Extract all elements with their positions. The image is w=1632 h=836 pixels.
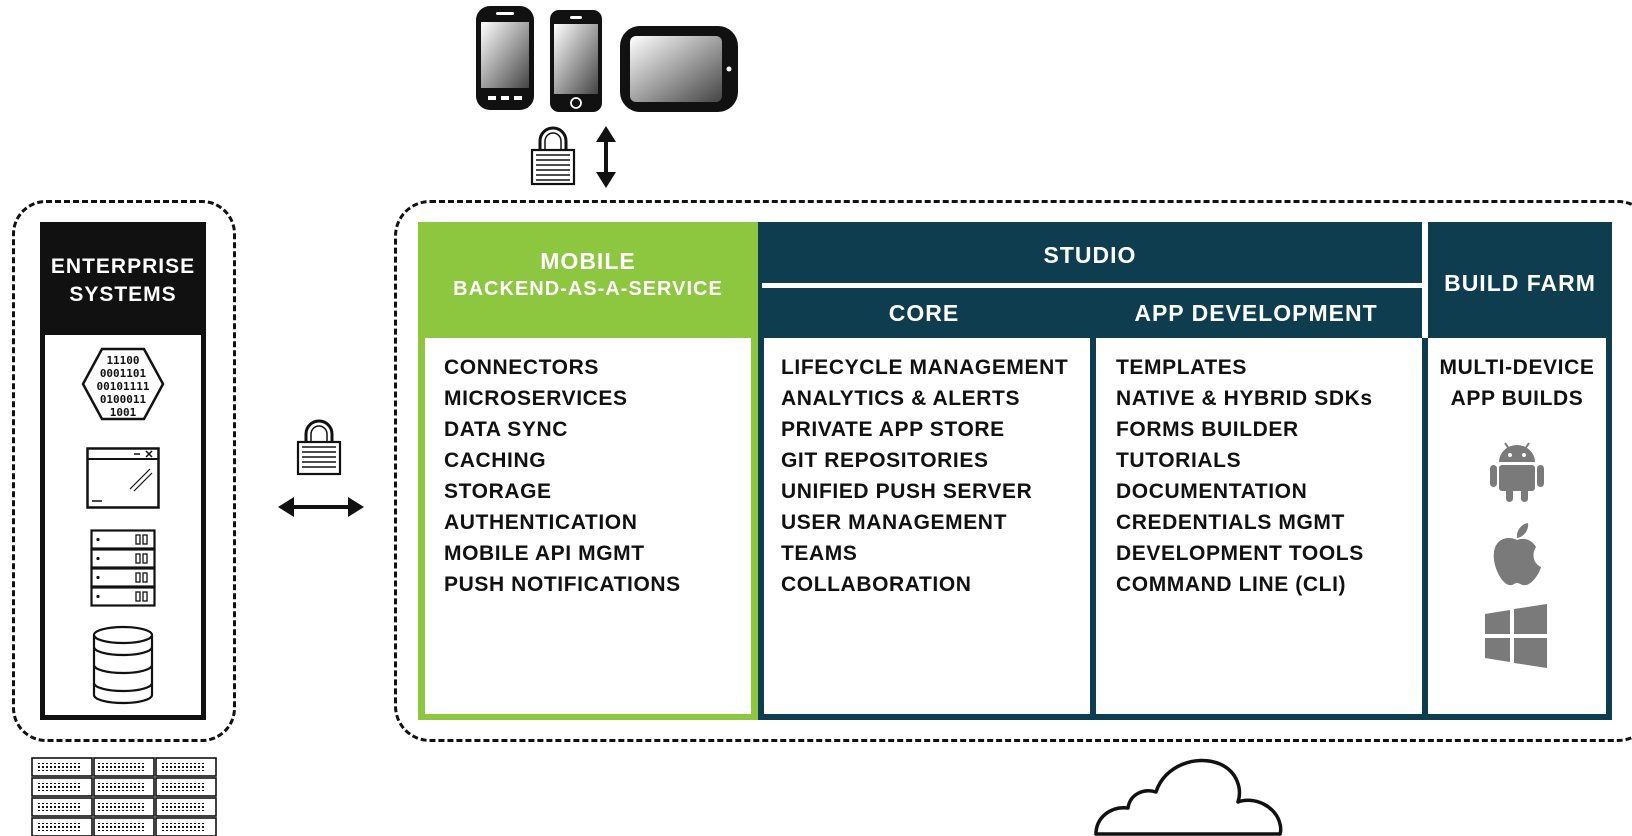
- android-phone-icon: [474, 4, 536, 112]
- core-items-box: LIFECYCLE MANAGEMENT ANALYTICS & ALERTS …: [764, 338, 1090, 714]
- binary-row: 0001101: [100, 367, 147, 380]
- list-item: CACHING: [444, 449, 547, 472]
- list-item: USER MANAGEMENT: [781, 511, 1008, 534]
- database-icon: [91, 625, 155, 705]
- binary-row: 1001: [110, 406, 137, 419]
- list-item: DEVELOPMENT TOOLS: [1116, 542, 1364, 565]
- mbaas-items-box: CONNECTORS MICROSERVICES DATA SYNC CACHI…: [425, 338, 751, 714]
- list-item: UNIFIED PUSH SERVER: [781, 480, 1033, 503]
- build-farm-line2: APP BUILDS: [1450, 387, 1584, 410]
- build-farm-items-box: MULTI-DEVICE APP BUILDS: [1428, 338, 1606, 714]
- padlock-icon: [530, 124, 576, 186]
- mbaas-items-list: CONNECTORS MICROSERVICES DATA SYNC CACHI…: [444, 352, 681, 600]
- list-item: STORAGE: [444, 480, 552, 503]
- list-item: CONNECTORS: [444, 356, 599, 379]
- binary-hexagon-icon: 11100 0001101 00101111 0100011 1001: [81, 347, 165, 421]
- application-window-icon: [86, 447, 160, 509]
- list-item: AUTHENTICATION: [444, 511, 638, 534]
- app-development-items-box: TEMPLATES NATIVE & HYBRID SDKs FORMS BUI…: [1096, 338, 1422, 714]
- apple-icon: [1490, 522, 1544, 588]
- binary-row: 00101111: [97, 380, 150, 393]
- studio-header-divider: [762, 283, 1422, 288]
- horizontal-double-arrow-icon: [278, 494, 364, 520]
- enterprise-dashed-boundary: [12, 200, 236, 742]
- cloud-icon: [1092, 752, 1284, 836]
- list-item: COLLABORATION: [781, 573, 972, 596]
- list-item: TEMPLATES: [1116, 356, 1248, 379]
- list-item: DATA SYNC: [444, 418, 569, 441]
- server-farm-icon: [30, 754, 220, 836]
- list-item: DOCUMENTATION: [1116, 480, 1308, 503]
- mbaas-title-line2: BACKEND-AS-A-SERVICE: [453, 278, 723, 300]
- list-item: TUTORIALS: [1116, 449, 1242, 472]
- build-farm-title: BUILD FARM: [1444, 270, 1596, 296]
- tablet-icon: [618, 24, 740, 114]
- list-item: GIT REPOSITORIES: [781, 449, 989, 472]
- app-development-items-list: TEMPLATES NATIVE & HYBRID SDKs FORMS BUI…: [1116, 352, 1373, 600]
- app-development-title: APP DEVELOPMENT: [1134, 300, 1378, 326]
- list-item: MOBILE API MGMT: [444, 542, 645, 565]
- mbaas-title-line1: MOBILE: [540, 248, 636, 274]
- enterprise-systems-header: ENTERPRISE SYSTEMS: [45, 227, 201, 335]
- list-item: PRIVATE APP STORE: [781, 418, 1005, 441]
- list-item: NATIVE & HYBRID SDKs: [1116, 387, 1373, 410]
- studio-buildfarm-panel: STUDIO CORE APP DEVELOPMENT BUILD FARM L…: [758, 222, 1612, 720]
- windows-icon: [1485, 604, 1547, 668]
- buildfarm-divider: [1422, 222, 1428, 338]
- list-item: MICROSERVICES: [444, 387, 628, 410]
- core-items-list: LIFECYCLE MANAGEMENT ANALYTICS & ALERTS …: [781, 352, 1068, 600]
- enterprise-title-line1: ENTERPRISE: [50, 255, 196, 278]
- build-farm-line1: MULTI-DEVICE: [1439, 356, 1595, 379]
- platform-dashed-boundary: [394, 200, 1632, 742]
- binary-row: 0100011: [100, 393, 147, 406]
- studio-title: STUDIO: [1043, 242, 1137, 268]
- list-item: LIFECYCLE MANAGEMENT: [781, 356, 1069, 379]
- vertical-double-arrow-icon: [594, 126, 618, 188]
- mbaas-panel: MOBILE BACKEND-AS-A-SERVICE CONNECTORS M…: [418, 222, 758, 720]
- list-item: FORMS BUILDER: [1116, 418, 1299, 441]
- padlock-icon: [296, 418, 342, 476]
- android-icon: [1489, 438, 1545, 502]
- list-item: TEAMS: [781, 542, 858, 565]
- list-item: CREDENTIALS MGMT: [1116, 511, 1345, 534]
- list-item: PUSH NOTIFICATIONS: [444, 573, 681, 596]
- server-rack-icon: [90, 529, 156, 609]
- list-item: ANALYTICS & ALERTS: [781, 387, 1021, 410]
- binary-row: 11100: [106, 354, 139, 367]
- core-title: CORE: [888, 300, 960, 326]
- enterprise-title-line2: SYSTEMS: [69, 283, 177, 306]
- enterprise-systems-panel: ENTERPRISE SYSTEMS 11100 0001101 0010111…: [40, 222, 206, 720]
- iphone-icon: [548, 8, 604, 114]
- list-item: COMMAND LINE (CLI): [1116, 573, 1347, 596]
